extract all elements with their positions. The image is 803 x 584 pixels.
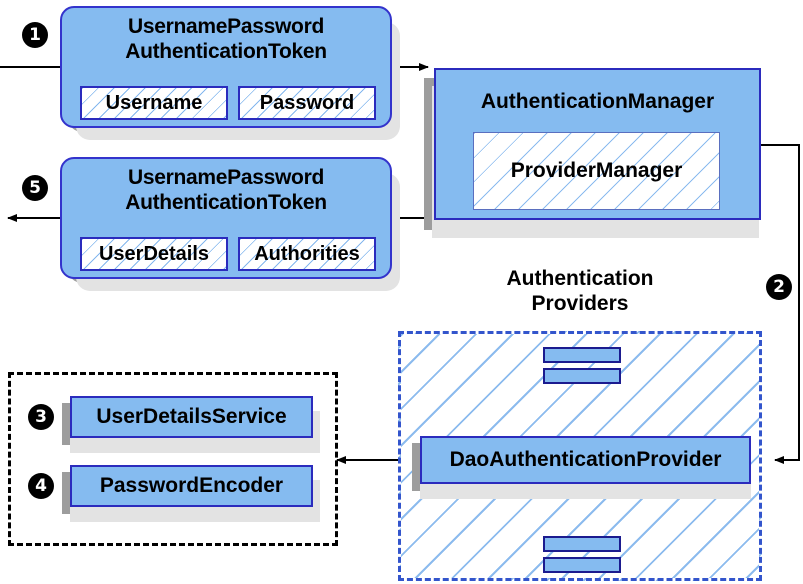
other-provider-top-2[interactable] bbox=[543, 368, 621, 384]
response-token-title: UsernamePassword AuthenticationToken bbox=[125, 166, 327, 214]
authentication-manager-box[interactable]: AuthenticationManager ProviderManager bbox=[434, 68, 761, 220]
userdetailsservice-box[interactable]: UserDetailsService bbox=[70, 396, 313, 438]
other-provider-top-1[interactable] bbox=[543, 347, 621, 363]
provider-manager-panel[interactable]: ProviderManager bbox=[473, 132, 720, 210]
support-services-container bbox=[8, 372, 338, 546]
other-provider-bottom-1[interactable] bbox=[543, 536, 621, 552]
badge-1: 1 bbox=[22, 22, 48, 48]
request-token-card[interactable]: UsernamePassword AuthenticationToken Use… bbox=[60, 6, 392, 128]
authentication-manager-title: AuthenticationManager bbox=[480, 90, 715, 113]
dao-authentication-provider-box[interactable]: DaoAuthenticationProvider bbox=[420, 436, 751, 484]
badge-2: 2 bbox=[766, 274, 792, 300]
badge-4: 4 bbox=[28, 473, 54, 499]
badge-5: 5 bbox=[22, 175, 48, 201]
authentication-providers-caption: Authentication Providers bbox=[506, 267, 654, 315]
passwordencoder-box[interactable]: PasswordEncoder bbox=[70, 465, 313, 507]
request-token-title: UsernamePassword AuthenticationToken bbox=[125, 15, 327, 63]
request-token-field-username[interactable]: Username bbox=[80, 86, 228, 120]
other-provider-bottom-2[interactable] bbox=[543, 557, 621, 573]
response-token-field-authorities[interactable]: Authorities bbox=[238, 237, 376, 271]
badge-3: 3 bbox=[28, 404, 54, 430]
line-manager-to-provider bbox=[761, 144, 800, 464]
response-token-card[interactable]: UsernamePassword AuthenticationToken Use… bbox=[60, 157, 392, 279]
request-token-field-password[interactable]: Password bbox=[238, 86, 376, 120]
response-token-field-userdetails[interactable]: UserDetails bbox=[80, 237, 228, 271]
